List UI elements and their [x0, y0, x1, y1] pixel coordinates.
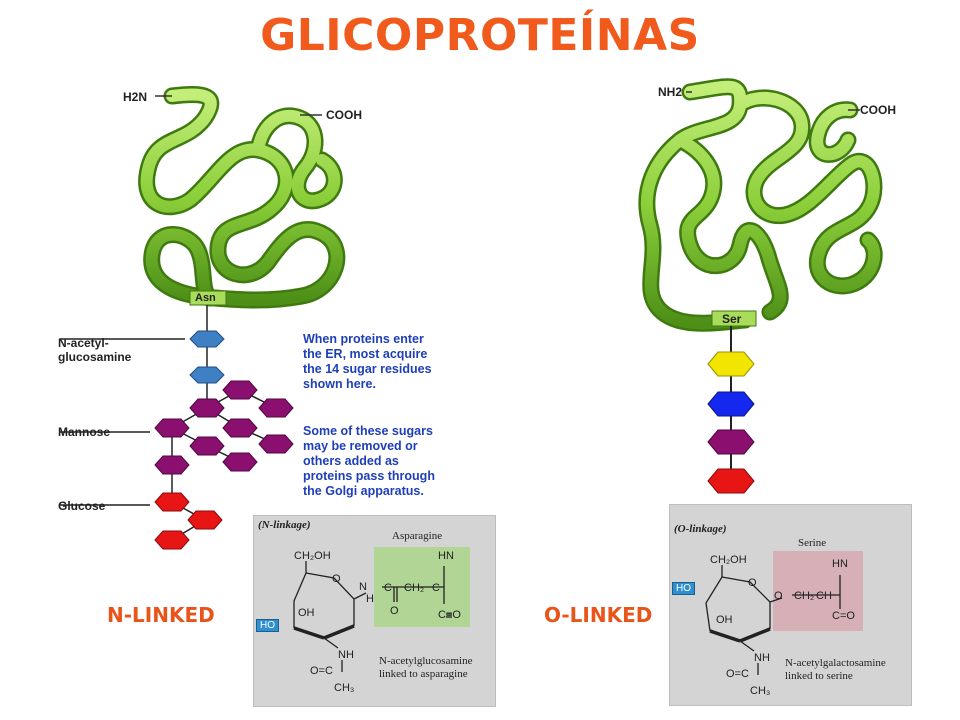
glucose-label: Glucose: [58, 499, 106, 513]
svg-text:OH: OH: [298, 607, 315, 619]
svg-text:C=O: C=O: [832, 610, 855, 622]
n-linked-protein-chain: [138, 86, 346, 309]
svg-text:CH₂OH: CH₂OH: [710, 554, 747, 566]
svg-text:NH: NH: [338, 649, 354, 661]
svg-text:HN: HN: [832, 558, 848, 570]
asparagine-label: Asparagine: [392, 530, 443, 542]
svg-text:O: O: [774, 590, 783, 602]
asn-residue-label: Asn: [195, 292, 216, 304]
glcnac-hexagons: [189, 330, 225, 384]
svg-text:H: H: [366, 593, 374, 605]
svg-text:OH: OH: [716, 614, 733, 626]
n-terminus-label: H2N: [123, 90, 148, 104]
n-acetylglucosamine-label: N-acetyl- glucosamine: [58, 336, 132, 364]
serine-label: Serine: [798, 537, 827, 549]
mannose-label: Mannose: [58, 425, 111, 439]
svg-text:O: O: [332, 573, 341, 585]
n-linkage-panel: (N-linkage) Asparagine CH₂OH O N H C O C…: [253, 515, 496, 707]
svg-text:C: C: [384, 582, 392, 594]
er-note: When proteins enter the ER, most acquire…: [303, 332, 432, 391]
glucose-hexagons: [154, 492, 223, 550]
ser-residue-label: Ser: [722, 312, 742, 326]
svg-text:CH₃: CH₃: [334, 682, 354, 694]
c-terminus-label: COOH: [326, 108, 362, 122]
svg-text:CH₂: CH₂: [794, 590, 814, 602]
n-linked-label: N-LINKED: [107, 603, 215, 627]
c-terminus-label-right: COOH: [860, 103, 896, 117]
svg-text:CH₃: CH₃: [750, 685, 770, 697]
n-linkage-caption: N-acetylglucosamine linked to asparagine: [379, 655, 473, 680]
page-title: GLICOPROTEÍNAS: [260, 10, 700, 61]
o-linkage-caption: N-acetylgalactosamine linked to serine: [785, 657, 886, 682]
svg-text:NH: NH: [754, 652, 770, 664]
o-linkage-structure: CH₂OH O O CH₂ CH HN C=O OH NH O=C CH₃: [705, 554, 855, 697]
svg-text:HN: HN: [438, 550, 454, 562]
svg-text:CH: CH: [816, 590, 832, 602]
svg-text:O: O: [390, 605, 399, 617]
n-linkage-ho-tag: HO: [256, 619, 279, 632]
svg-text:CH₂OH: CH₂OH: [294, 550, 331, 562]
o-glycan-hexagons: [707, 351, 755, 494]
svg-text:O: O: [748, 577, 757, 589]
svg-text:C: C: [432, 582, 440, 594]
o-linkage-ho-tag: HO: [672, 582, 695, 595]
svg-text:CH₂: CH₂: [404, 582, 424, 594]
serine-highlight: [773, 551, 863, 631]
n-terminus-label-right: NH2: [658, 85, 683, 99]
mannose-hexagons: [154, 380, 294, 475]
golgi-note: Some of these sugars may be removed or o…: [303, 424, 435, 498]
o-linked-label: O-LINKED: [544, 603, 653, 627]
svg-text:N: N: [359, 581, 367, 593]
svg-text:O=C: O=C: [726, 668, 749, 680]
n-linkage-title: (N-linkage): [258, 519, 311, 531]
svg-text:O=C: O=C: [310, 665, 333, 677]
svg-text:C=O: C=O: [438, 609, 461, 621]
o-linked-protein-chain: [638, 78, 883, 332]
n-linkage-structure: CH₂OH O N H C O CH₂ C HN C=O OH NH O=C C…: [293, 550, 461, 694]
o-linkage-title: (O-linkage): [674, 523, 727, 535]
o-linkage-panel: (O-linkage) Serine CH₂OH O O CH₂ CH HN C…: [669, 504, 912, 706]
